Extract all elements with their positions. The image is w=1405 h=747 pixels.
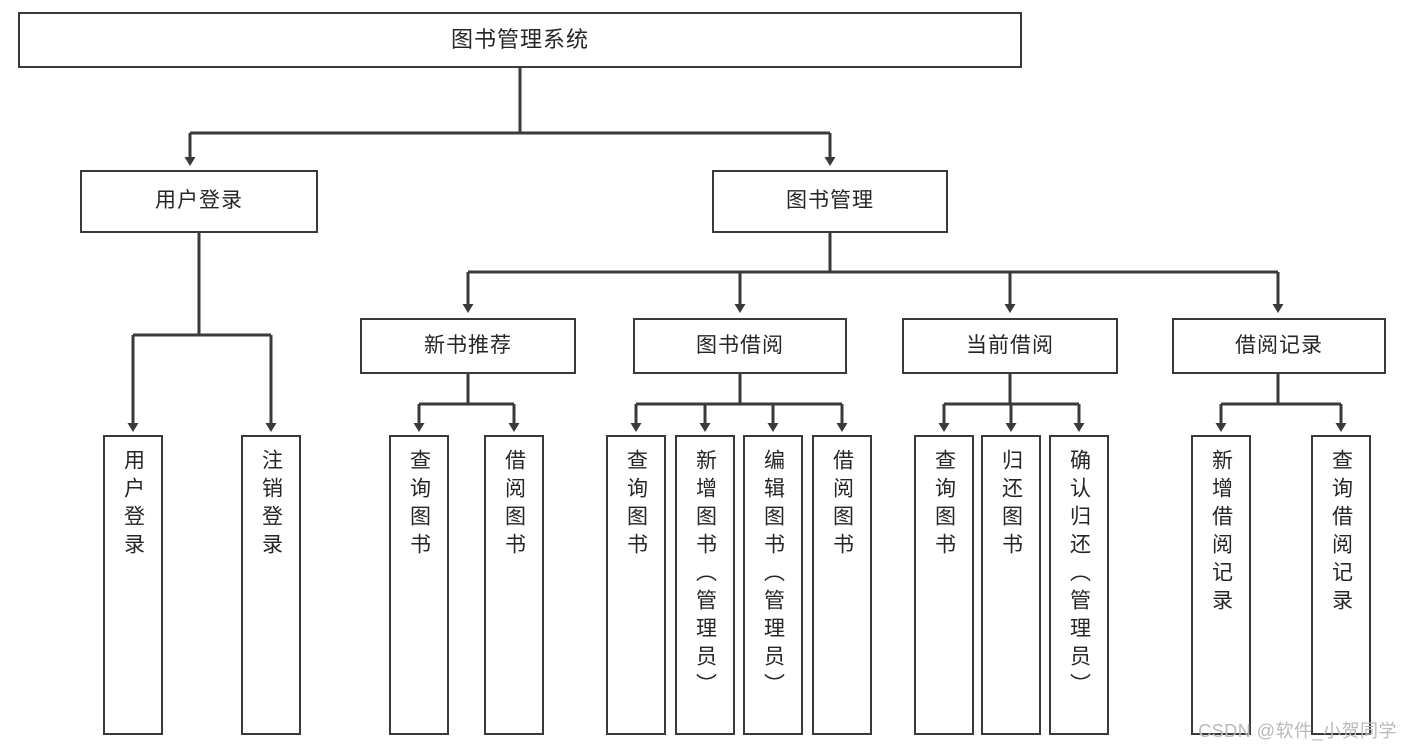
node-root-book-management-system[interactable]: 图书管理系统: [18, 12, 1022, 68]
node-label: 图书管理系统: [450, 27, 589, 53]
leaf-user-login-login[interactable]: 用户登录: [103, 435, 163, 735]
node-label: 借阅记录: [1235, 333, 1323, 357]
node-label: 编辑图书（管理员）: [761, 449, 785, 701]
node-label: 归还图书: [999, 449, 1023, 561]
node-label: 新增图书（管理员）: [693, 449, 717, 701]
node-label: 查询图书: [624, 449, 648, 561]
leaf-book-borrow-edit-book-admin[interactable]: 编辑图书（管理员）: [743, 435, 803, 735]
node-book-management[interactable]: 图书管理: [712, 170, 948, 233]
node-new-book-recommend[interactable]: 新书推荐: [360, 318, 576, 374]
node-borrow-record[interactable]: 借阅记录: [1172, 318, 1386, 374]
node-label: 用户登录: [155, 189, 243, 213]
node-label: 新书推荐: [424, 333, 512, 357]
node-label: 图书管理: [786, 189, 874, 213]
node-label: 新增借阅记录: [1209, 449, 1233, 617]
node-label: 用户登录: [121, 449, 145, 561]
node-label: 借阅图书: [830, 449, 854, 561]
node-label: 图书借阅: [696, 333, 784, 357]
csdn-watermark: CSDN @软件_小贺同学: [1198, 721, 1397, 741]
leaf-current-borrow-return-book[interactable]: 归还图书: [981, 435, 1041, 735]
leaf-current-borrow-query-book[interactable]: 查询图书: [914, 435, 974, 735]
leaf-current-borrow-confirm-return-admin[interactable]: 确认归还（管理员）: [1049, 435, 1109, 735]
leaf-user-login-logout[interactable]: 注销登录: [241, 435, 301, 735]
node-label: 注销登录: [259, 449, 283, 561]
leaf-new-book-borrow-book[interactable]: 借阅图书: [484, 435, 544, 735]
leaf-new-book-query-book[interactable]: 查询图书: [389, 435, 449, 735]
node-book-borrow[interactable]: 图书借阅: [633, 318, 847, 374]
node-user-login[interactable]: 用户登录: [80, 170, 318, 233]
leaf-book-borrow-add-book-admin[interactable]: 新增图书（管理员）: [675, 435, 735, 735]
node-label: 当前借阅: [966, 333, 1054, 357]
leaf-book-borrow-borrow-book[interactable]: 借阅图书: [812, 435, 872, 735]
node-label: 借阅图书: [502, 449, 526, 561]
leaf-book-borrow-query-book[interactable]: 查询图书: [606, 435, 666, 735]
node-label: 确认归还（管理员）: [1067, 449, 1091, 701]
node-label: 查询借阅记录: [1329, 449, 1353, 617]
node-label: 查询图书: [407, 449, 431, 561]
node-label: 查询图书: [932, 449, 956, 561]
leaf-borrow-record-query-record[interactable]: 查询借阅记录: [1311, 435, 1371, 735]
leaf-borrow-record-add-record[interactable]: 新增借阅记录: [1191, 435, 1251, 735]
node-current-borrow[interactable]: 当前借阅: [902, 318, 1118, 374]
